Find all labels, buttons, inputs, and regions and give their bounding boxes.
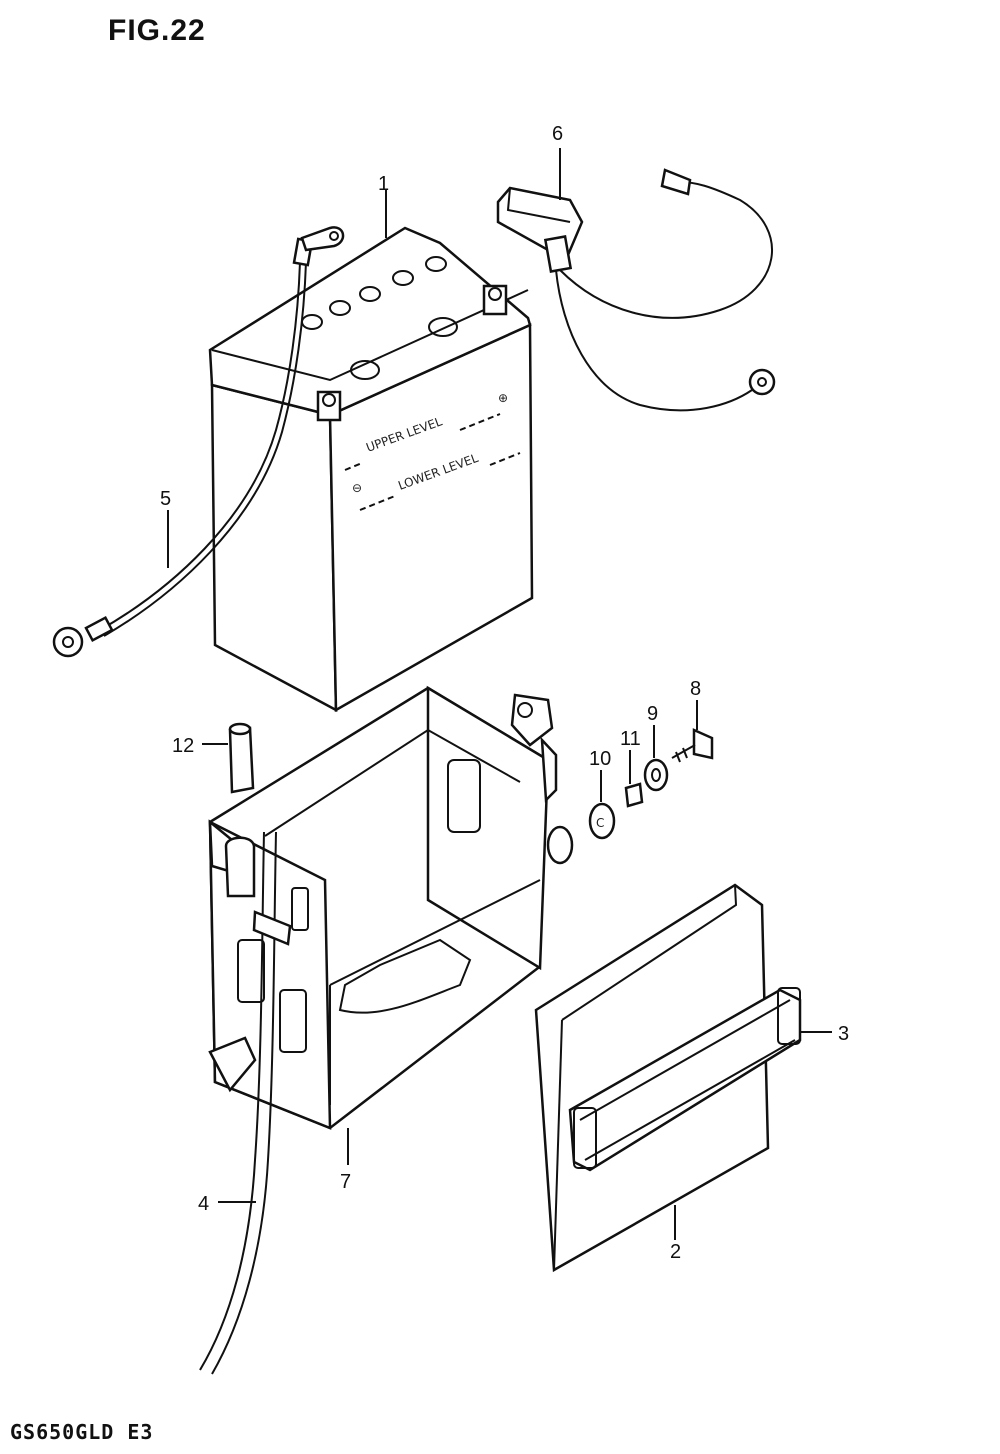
callout-7: 7	[340, 1171, 351, 1193]
callout-1: 1	[378, 173, 389, 195]
battery: UPPER LEVEL LOWER LEVEL ⊖ ⊕	[208, 226, 534, 713]
hose-cap	[224, 722, 256, 898]
callouts: 1 2 3 4 5 6 7 8 9 10 11 12	[160, 123, 849, 1263]
callout-8: 8	[690, 678, 701, 700]
battery-negative-cable	[52, 226, 345, 658]
figure-title: FIG.22	[108, 14, 206, 47]
callout-10: 10	[589, 748, 611, 770]
callout-2: 2	[670, 1241, 681, 1263]
battery-band	[568, 987, 802, 1172]
svg-text:C: C	[596, 816, 604, 830]
callout-11: 11	[620, 728, 641, 750]
breather-hose	[199, 831, 292, 1375]
battery-cell-caps	[301, 256, 458, 380]
minus-mark: ⊖	[352, 481, 362, 495]
callout-12: 12	[172, 735, 194, 757]
battery-terminal-negative	[316, 390, 342, 422]
callout-4: 4	[198, 1193, 209, 1215]
terminal-cover-with-cable	[496, 168, 776, 412]
callout-9: 9	[647, 703, 658, 725]
battery-case	[208, 685, 574, 1130]
plus-mark: ⊕	[498, 391, 508, 405]
battery-terminal-positive	[482, 284, 508, 316]
spacer	[624, 782, 644, 808]
cushion: C	[588, 802, 616, 840]
bolt	[671, 728, 714, 763]
model-code: GS650GLD E3	[10, 1420, 154, 1444]
callout-3: 3	[838, 1023, 849, 1045]
callout-5: 5	[160, 488, 171, 510]
washer	[643, 758, 669, 792]
callout-6: 6	[552, 123, 563, 145]
